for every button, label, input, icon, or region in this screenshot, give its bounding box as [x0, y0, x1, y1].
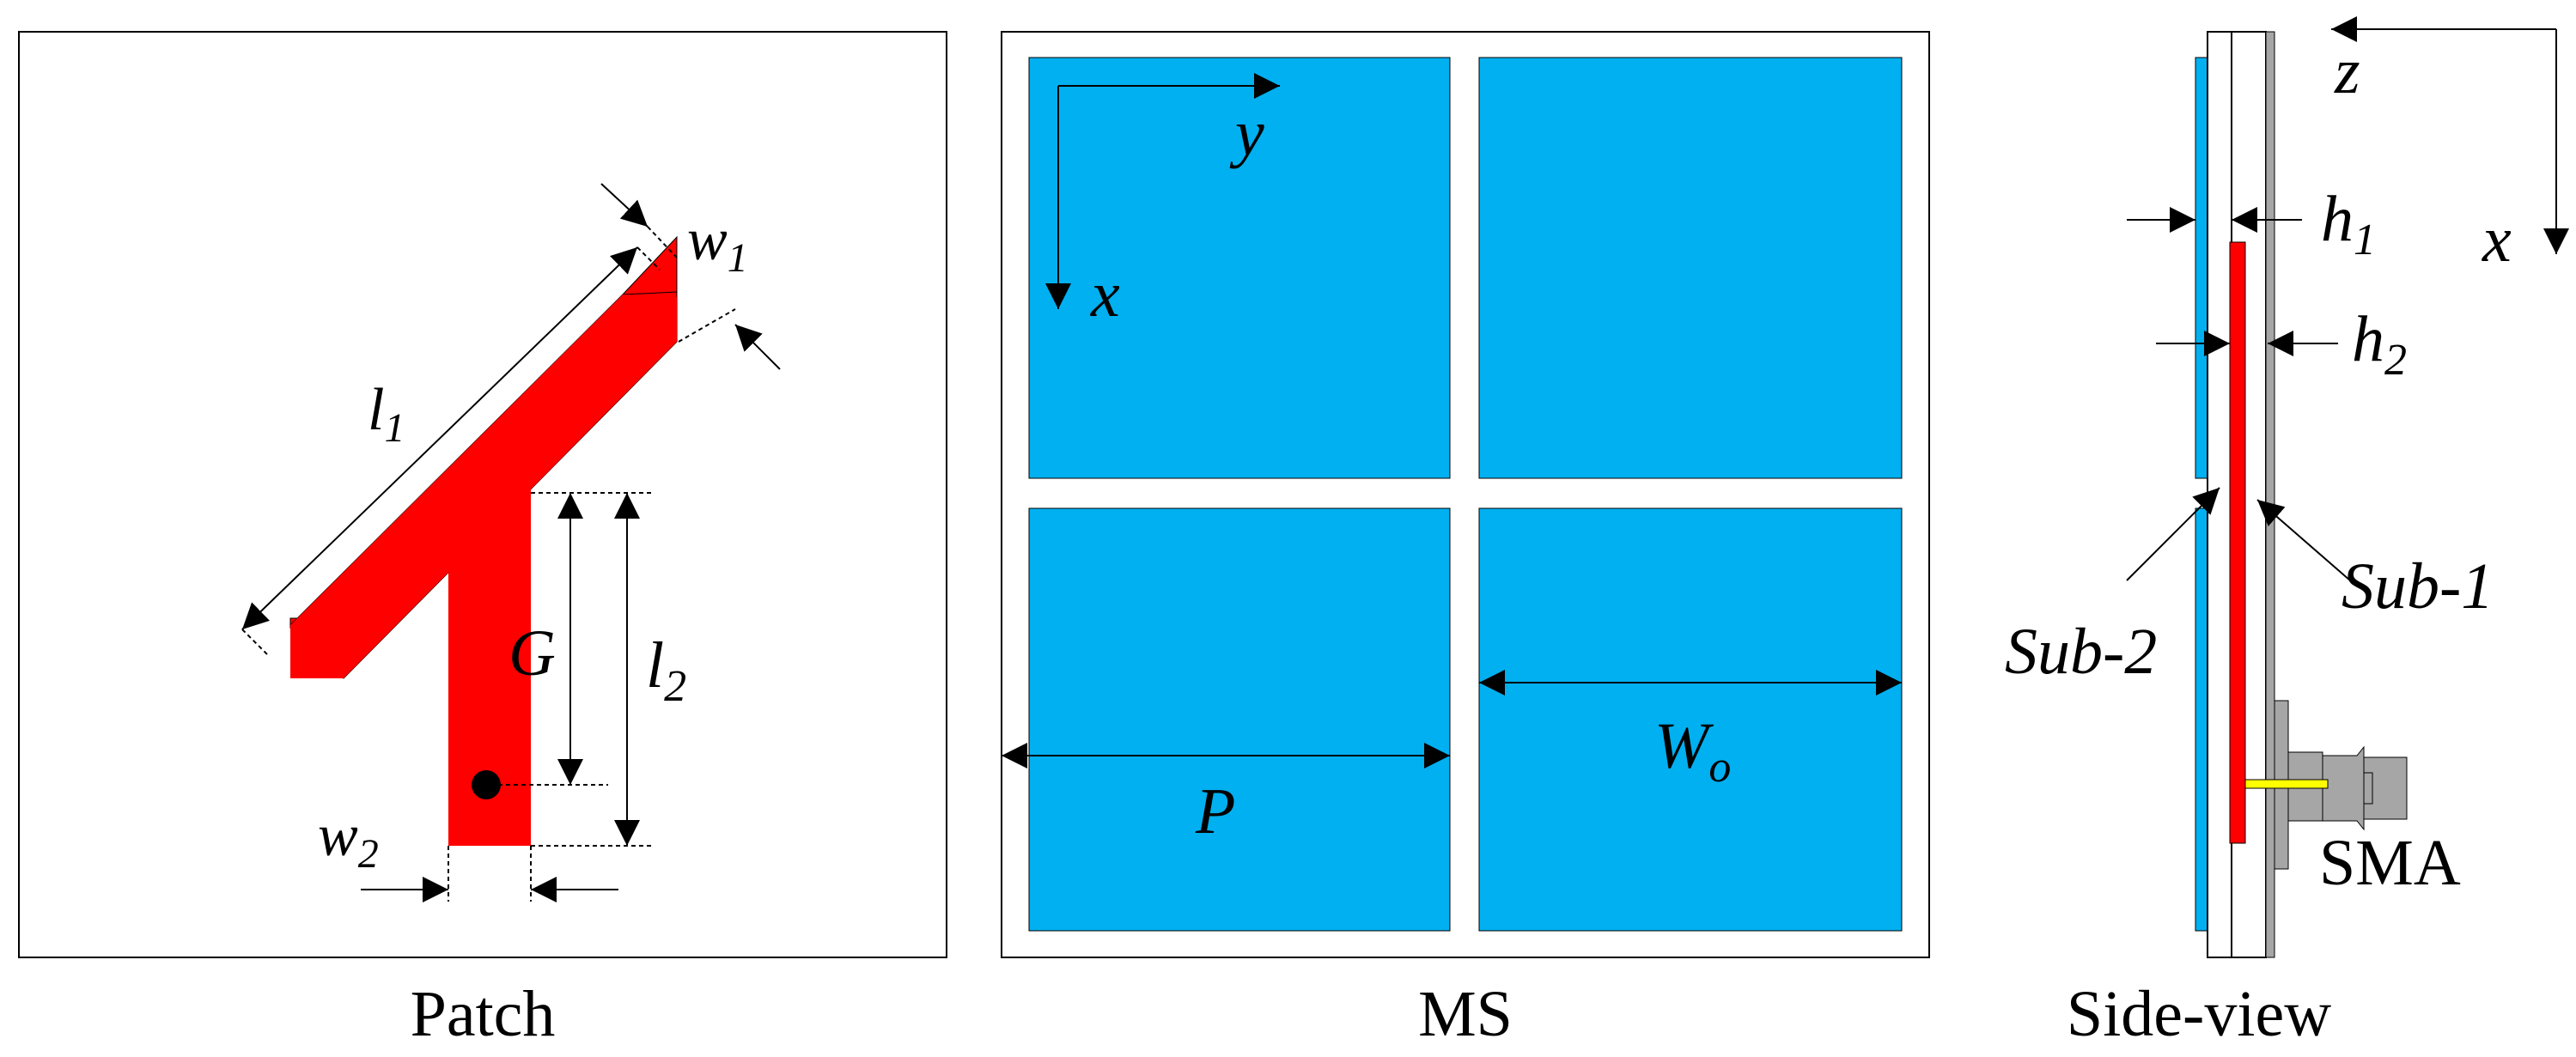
- sub-1-label: Sub-1: [2342, 550, 2494, 623]
- l1-label: l1: [368, 377, 405, 451]
- l1-dimension: [241, 246, 638, 630]
- sma-nut: [2322, 745, 2365, 831]
- ms-cell-bottom-left: [1028, 507, 1451, 932]
- side-patch-layer: [2229, 241, 2246, 844]
- side-z-label: z: [2334, 35, 2360, 107]
- w1-arrow-top: [600, 183, 649, 228]
- w1-arrow-bottom: [734, 324, 781, 370]
- sub-2-leader: [2126, 487, 2220, 581]
- sub-2-label: Sub-2: [2005, 616, 2157, 688]
- sub-1-leader: [2256, 499, 2351, 581]
- patch-panel: l1 w1 G l2 w2 Patch: [18, 31, 947, 1050]
- w1-label: w1: [687, 207, 748, 281]
- p-label: P: [1195, 775, 1235, 847]
- sma-connector: [2244, 700, 2408, 870]
- side-ground-layer: [2265, 31, 2275, 958]
- w1-extension-bottom: [678, 308, 736, 343]
- feed-point: [472, 770, 501, 799]
- ms-y-label: y: [1229, 97, 1264, 169]
- h1-label: h1: [2321, 183, 2376, 264]
- ms-panel: y x P Wo MS: [1001, 31, 1930, 1050]
- side-x-label: x: [2482, 204, 2512, 276]
- feed-pin: [2244, 779, 2329, 789]
- side-ms-layer-lower: [2195, 507, 2208, 932]
- g-label: G: [509, 617, 556, 689]
- l2-label: l2: [646, 629, 686, 711]
- patch-caption: Patch: [411, 978, 556, 1050]
- ms-cell-bottom-right: [1478, 507, 1903, 932]
- sma-tip: [2363, 772, 2373, 805]
- ms-cell-top-right: [1478, 57, 1903, 479]
- ms-caption: MS: [1418, 978, 1513, 1050]
- ms-x-label: x: [1090, 258, 1120, 331]
- l1-extension-top: [636, 246, 661, 270]
- sma-label: SMA: [2319, 827, 2461, 899]
- sub-2-substrate: [2207, 31, 2232, 958]
- wo-label: Wo: [1654, 710, 1731, 792]
- ms-cell-top-left: [1028, 57, 1451, 479]
- side-ms-layer-upper: [2195, 57, 2208, 479]
- w2-label: w2: [318, 803, 379, 877]
- h2-label: h2: [2352, 303, 2407, 385]
- side-view-caption: Side-view: [2067, 978, 2331, 1050]
- l1-extension-bottom: [241, 629, 269, 656]
- side-view-panel: SMA h1 h2 Sub-2 Sub-1 z x Side-view: [2005, 16, 2569, 1050]
